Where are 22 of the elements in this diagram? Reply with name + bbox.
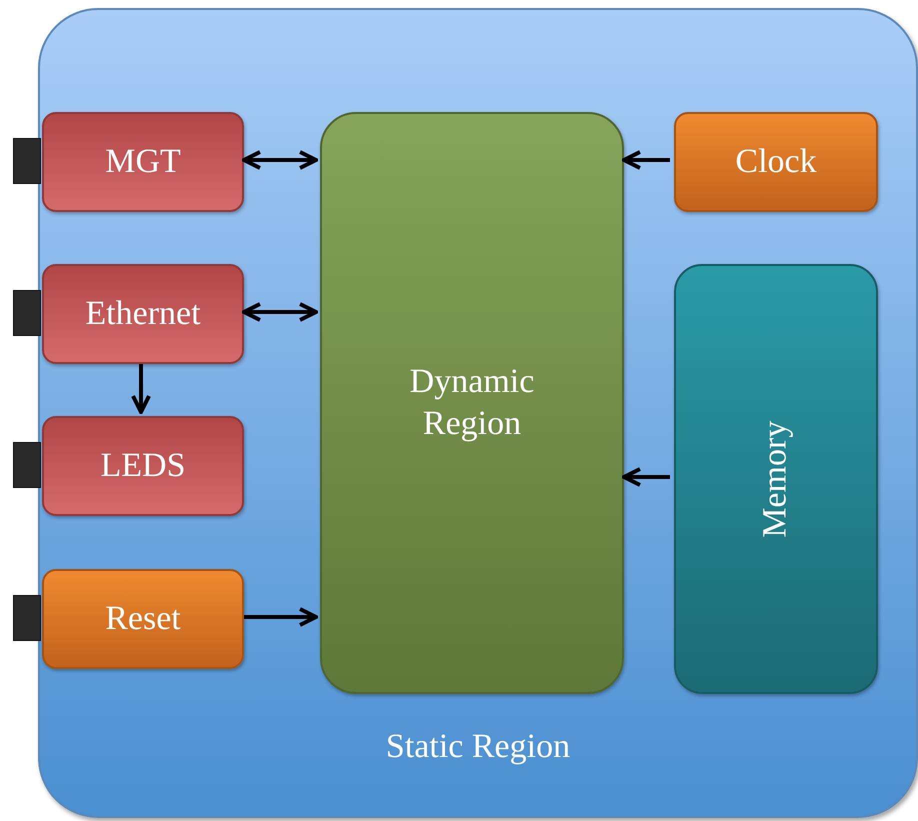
arrow — [242, 302, 318, 322]
region-label: Static Region — [386, 726, 570, 766]
region-label: Memory — [756, 420, 795, 538]
module-box — [42, 264, 244, 364]
module-box — [42, 416, 244, 516]
arrow — [131, 364, 151, 414]
region-label: Ethernet — [85, 294, 201, 334]
region-label: Dynamic Region — [408, 362, 536, 444]
region-box — [320, 112, 624, 694]
arrow — [244, 607, 318, 627]
arrow — [622, 150, 670, 170]
module-box — [674, 112, 878, 212]
arrow — [622, 467, 670, 487]
module-box — [42, 569, 244, 669]
module-box — [42, 112, 244, 212]
region-label: Reset — [105, 598, 181, 639]
region-label: MGT — [105, 142, 181, 182]
region-label: Clock — [735, 142, 817, 182]
memory-box — [674, 264, 878, 694]
static-region-panel — [38, 8, 918, 818]
arrow — [242, 150, 318, 170]
region-label: LEDS — [100, 446, 186, 486]
